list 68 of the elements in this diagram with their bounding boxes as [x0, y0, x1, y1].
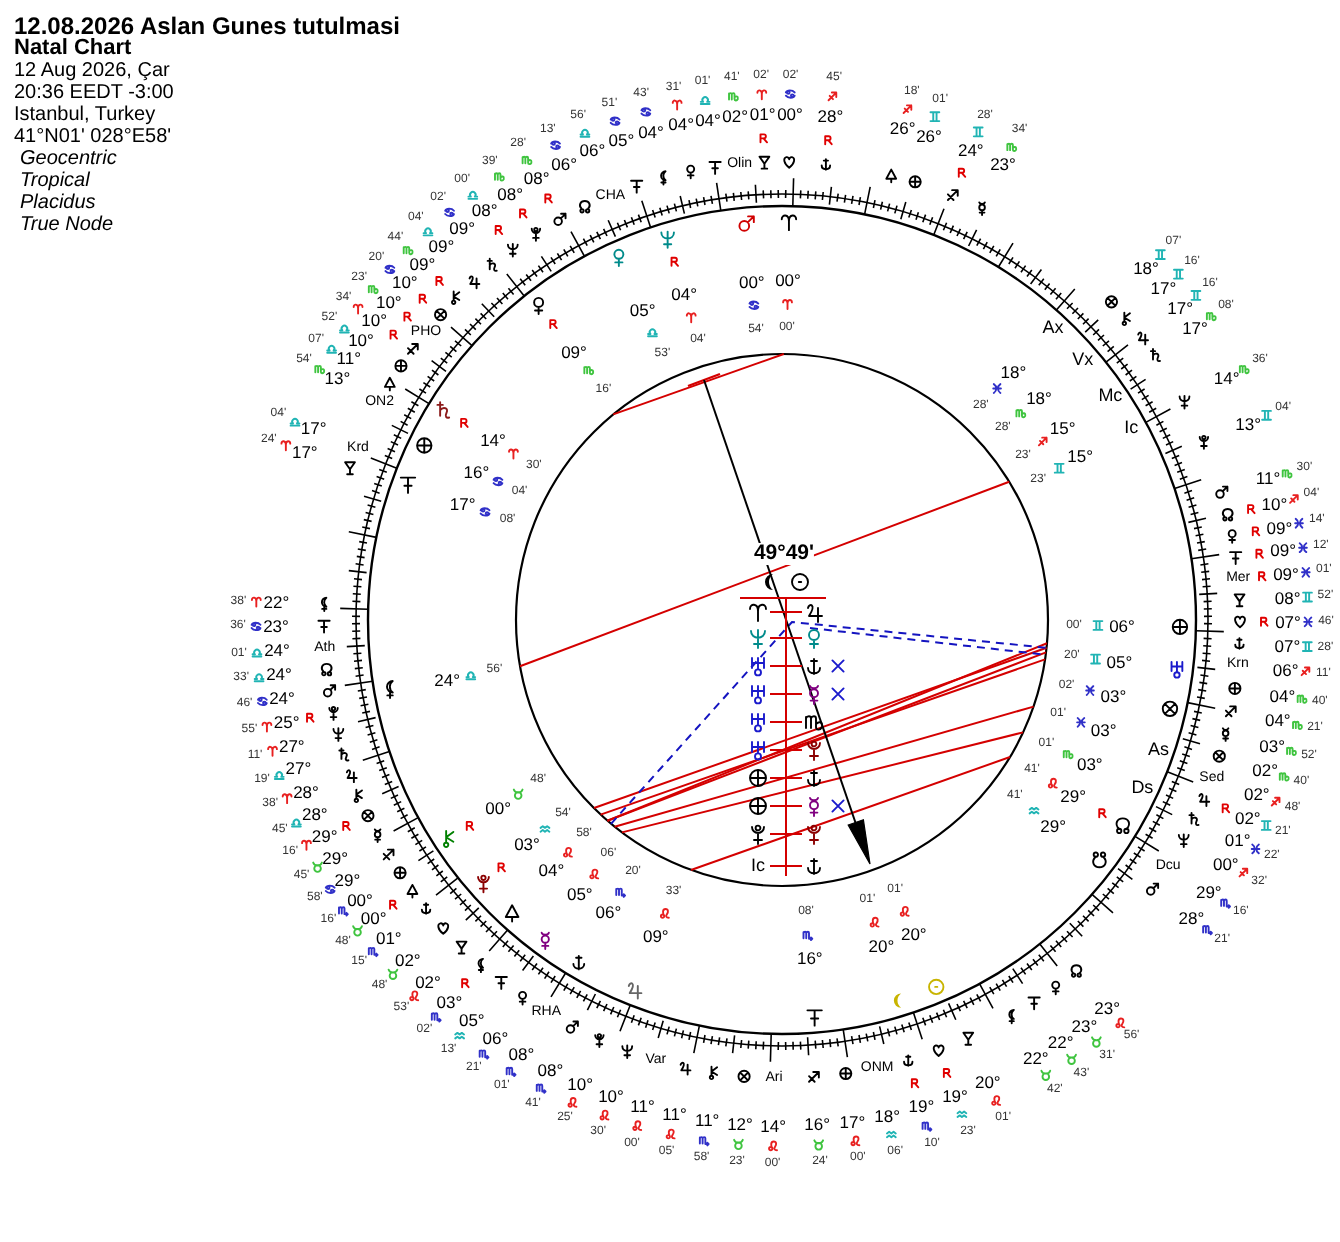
degree-label: 24°	[269, 690, 295, 707]
degree-label: 27°	[278, 737, 305, 754]
degree-label: 10°	[1261, 495, 1288, 512]
degree-label: 01°	[749, 106, 776, 123]
setting-text: Placidus	[20, 192, 96, 214]
degree-label: 16°	[804, 1116, 831, 1133]
setting-text: True Node	[20, 214, 114, 236]
degree-label: 02°	[1252, 762, 1279, 779]
degree-label: 04°	[695, 111, 721, 128]
place-text: Istanbul, Turkey	[14, 104, 156, 126]
degree-label: 09°	[1270, 542, 1297, 559]
degree-label: 28°	[817, 108, 844, 125]
degree-label: 23°	[990, 156, 1016, 173]
degree-label: 28°	[293, 783, 319, 800]
degree-label: 04°	[668, 116, 695, 133]
degree-label: 20°	[974, 1074, 1001, 1091]
degree-label: 06°	[1272, 661, 1299, 678]
degree-label: 09°	[1266, 519, 1293, 535]
degree-label: 02°	[1243, 786, 1270, 803]
degree-label: 25°	[273, 714, 300, 731]
setting-text: Geocentric	[20, 148, 117, 170]
degree-label: 07°	[1275, 613, 1301, 630]
degree-label: 08°	[537, 1061, 564, 1078]
degree-label: 14°	[760, 1118, 787, 1134]
degree-label: 11°	[694, 1112, 720, 1129]
degree-label: 13°	[1235, 415, 1262, 432]
degree-label: 02°	[722, 108, 749, 125]
degree-label: 26°	[889, 120, 916, 137]
degree-label: 17°	[839, 1113, 866, 1129]
degree-label: 09°	[1273, 566, 1299, 583]
degree-label: 17°	[291, 444, 318, 460]
degree-label: 11°	[630, 1098, 655, 1115]
degree-label: 10°	[567, 1076, 594, 1092]
coordinates-text: 41°N01' 028°E58'	[14, 126, 172, 148]
degree-label: 03°	[1259, 737, 1286, 754]
degree-label: 01°	[1224, 832, 1251, 849]
degree-label: 18°	[874, 1107, 901, 1123]
date-text: 12 Aug 2026, Çar	[14, 60, 170, 82]
degree-label: 04°	[1269, 687, 1296, 704]
degree-label: 28°	[301, 806, 328, 823]
chart-title: 12.08.2026 Aslan Gunes tutulmasi	[14, 12, 400, 40]
degree-label: 11°	[1255, 470, 1281, 487]
degree-label: 24°	[266, 666, 292, 683]
degree-label: 00°	[777, 106, 803, 122]
degree-label: 26°	[916, 127, 942, 144]
degree-label: 10°	[598, 1088, 624, 1105]
setting-text: Tropical	[20, 170, 90, 192]
degree-label: 27°	[285, 760, 312, 777]
degree-label: 23°	[263, 618, 289, 635]
degree-label: 07°	[1274, 637, 1301, 654]
degree-label: 19°	[908, 1098, 935, 1115]
degree-label: 29°	[311, 828, 338, 845]
degree-label: 12°	[727, 1116, 753, 1133]
degree-label: 11°	[662, 1106, 687, 1123]
degree-label: 04°	[638, 123, 664, 140]
degree-label: 19°	[942, 1087, 968, 1104]
degree-label: 08°	[1274, 590, 1301, 606]
chart-type-heading: Natal Chart	[14, 38, 132, 60]
degree-label: 05°	[608, 132, 635, 149]
degree-label: 06°	[551, 155, 578, 172]
degree-label: 02°	[1234, 809, 1261, 826]
time-text: 20:36 EEDT -3:00	[14, 82, 174, 104]
degree-label: 22°	[263, 594, 290, 611]
degree-label: 06°	[579, 142, 606, 159]
degree-label: 17°	[300, 420, 327, 437]
degree-label: 04°	[1264, 712, 1291, 729]
degree-label: 24°	[264, 642, 290, 659]
degree-label: 24°	[957, 142, 984, 159]
